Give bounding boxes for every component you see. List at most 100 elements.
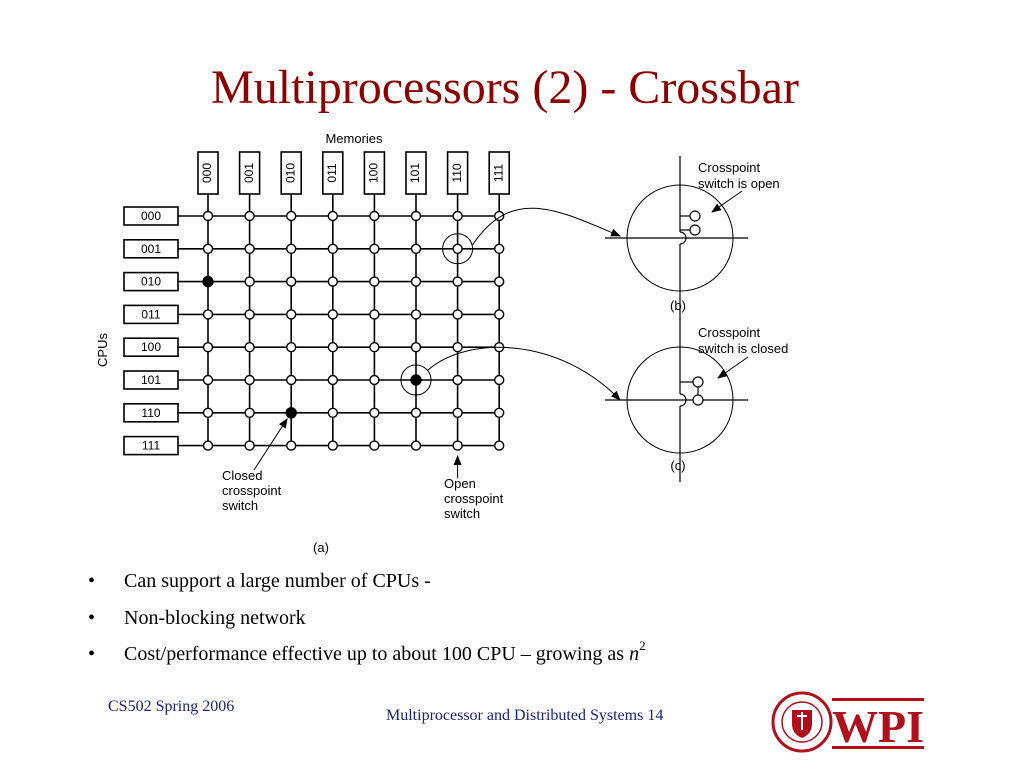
cpu-id: 011: [141, 307, 160, 321]
crosspoint-open: [202, 309, 214, 320]
footer-title-page: Multiprocessor and Distributed Systems 1…: [386, 707, 664, 724]
bullet-list: Can support a large number of CPUs - Non…: [88, 563, 646, 673]
bullet-text: Non-blocking network: [124, 606, 306, 629]
detail-c-caption-arrow: [717, 356, 749, 379]
bullet-item: Non-blocking network: [88, 600, 646, 637]
crosspoint-open: [244, 407, 255, 418]
closed-note-arrow: [253, 417, 288, 471]
switch-highlight-ring: [442, 233, 474, 265]
footer-course: CS502 Spring 2006: [108, 698, 235, 715]
bullet-item: Can support a large number of CPUs -: [88, 563, 646, 600]
crosspoint-open: [452, 440, 463, 451]
cpu-id: 000: [141, 209, 161, 223]
detail-b-caption-arrow: [711, 190, 743, 213]
crosspoint-open: [369, 440, 380, 451]
crosspoint-open: [327, 276, 338, 287]
crosspoint-open: [369, 309, 380, 320]
crosspoint-closed: [202, 275, 214, 288]
crosspoint-open: [452, 243, 463, 255]
crosspoint-open: [410, 243, 422, 255]
crosspoint-closed: [285, 407, 297, 419]
crosspoint-open: [202, 243, 214, 255]
memory-id: 110: [450, 163, 464, 182]
crosspoint-open: [286, 342, 297, 353]
crosspoint-open: [244, 342, 255, 353]
crosspoint-open: [369, 407, 380, 418]
memory-id: 011: [325, 163, 339, 182]
label-a: (a): [313, 540, 329, 555]
memory-id: 111: [491, 164, 505, 183]
crosspoint-open: [452, 407, 463, 418]
crosspoint-open: [244, 374, 255, 386]
memory-id: 001: [242, 163, 256, 183]
crosspoint-open: [452, 342, 463, 353]
crosspoint-open: [494, 407, 505, 418]
crosspoint-open: [327, 342, 338, 353]
crosspoint-open: [494, 210, 505, 222]
crosspoint-open: [202, 440, 214, 451]
crosspoint-open: [244, 440, 255, 451]
crosspoint-open: [286, 374, 297, 386]
crosspoint-open: [410, 276, 422, 287]
crosspoint-open: [244, 276, 255, 287]
switch-highlight-ring: [400, 364, 432, 396]
detail-b-caption-2: switch is open: [698, 176, 780, 191]
memory-id: 101: [408, 163, 422, 183]
bullet-item: Cost/performance effective up to about 1…: [88, 636, 646, 673]
crosspoint-open: [244, 309, 255, 320]
crosspoint-open: [244, 210, 255, 222]
crosspoint-open: [327, 374, 338, 386]
connector-c: [427, 346, 621, 401]
memory-id: 100: [367, 163, 381, 183]
crosspoint-closed: [410, 374, 422, 386]
crosspoint-open: [327, 210, 338, 222]
detail-b-contact: [689, 210, 701, 222]
crosspoint-open: [286, 440, 297, 451]
cpu-id: 010: [141, 275, 161, 289]
detail-b-jumper: [679, 231, 687, 245]
detail-c-jumper: [679, 393, 687, 407]
open-note-line3: switch: [444, 506, 480, 521]
crosspoint-open: [202, 210, 214, 222]
detail-b-contact: [689, 224, 701, 236]
crosspoint-open: [369, 276, 380, 287]
crosspoint-open: [202, 342, 214, 353]
detail-b-caption-1: Crosspoint: [698, 160, 761, 175]
crosspoint-open: [452, 210, 463, 222]
crosspoint-open: [494, 374, 505, 386]
open-note-line1: Open: [444, 476, 476, 491]
cpu-id: 101: [141, 373, 161, 387]
detail-c-contact: [692, 394, 704, 406]
crosspoint-open: [410, 210, 422, 222]
detail-b-label: (b): [670, 298, 686, 313]
crosspoint-open: [369, 342, 380, 353]
bullet-variable: n: [629, 643, 640, 665]
cpu-id: 100: [141, 340, 161, 354]
crosspoint-open: [452, 309, 463, 320]
detail-c-caption-2: switch is closed: [698, 341, 788, 356]
crosspoint-open: [410, 309, 422, 320]
crosspoint-open: [244, 243, 255, 255]
crosspoint-open: [286, 210, 297, 222]
crosspoint-open: [494, 440, 505, 451]
cpu-id: 111: [142, 439, 161, 453]
wpi-wordmark: WPI: [832, 701, 924, 752]
crosspoint-open: [369, 374, 380, 386]
memory-id: 010: [283, 163, 297, 183]
wpi-logo: WPI: [771, 691, 924, 753]
crosspoint-open: [452, 276, 463, 287]
cpu-id: 001: [141, 242, 161, 256]
crosspoint-open: [202, 407, 214, 418]
crosspoint-open: [202, 374, 214, 386]
crosspoint-open: [410, 440, 422, 451]
bullet-exponent: 2: [639, 638, 646, 654]
detail-c-label: (c): [670, 458, 685, 473]
detail-c-contact: [692, 376, 704, 388]
crosspoint-open: [494, 243, 505, 255]
crosspoint-open: [286, 243, 297, 255]
connector-b: [472, 207, 621, 246]
closed-note-line2: crosspoint: [222, 483, 282, 498]
detail-c-caption-1: Crosspoint: [698, 325, 761, 340]
crosspoint-open: [327, 407, 338, 418]
